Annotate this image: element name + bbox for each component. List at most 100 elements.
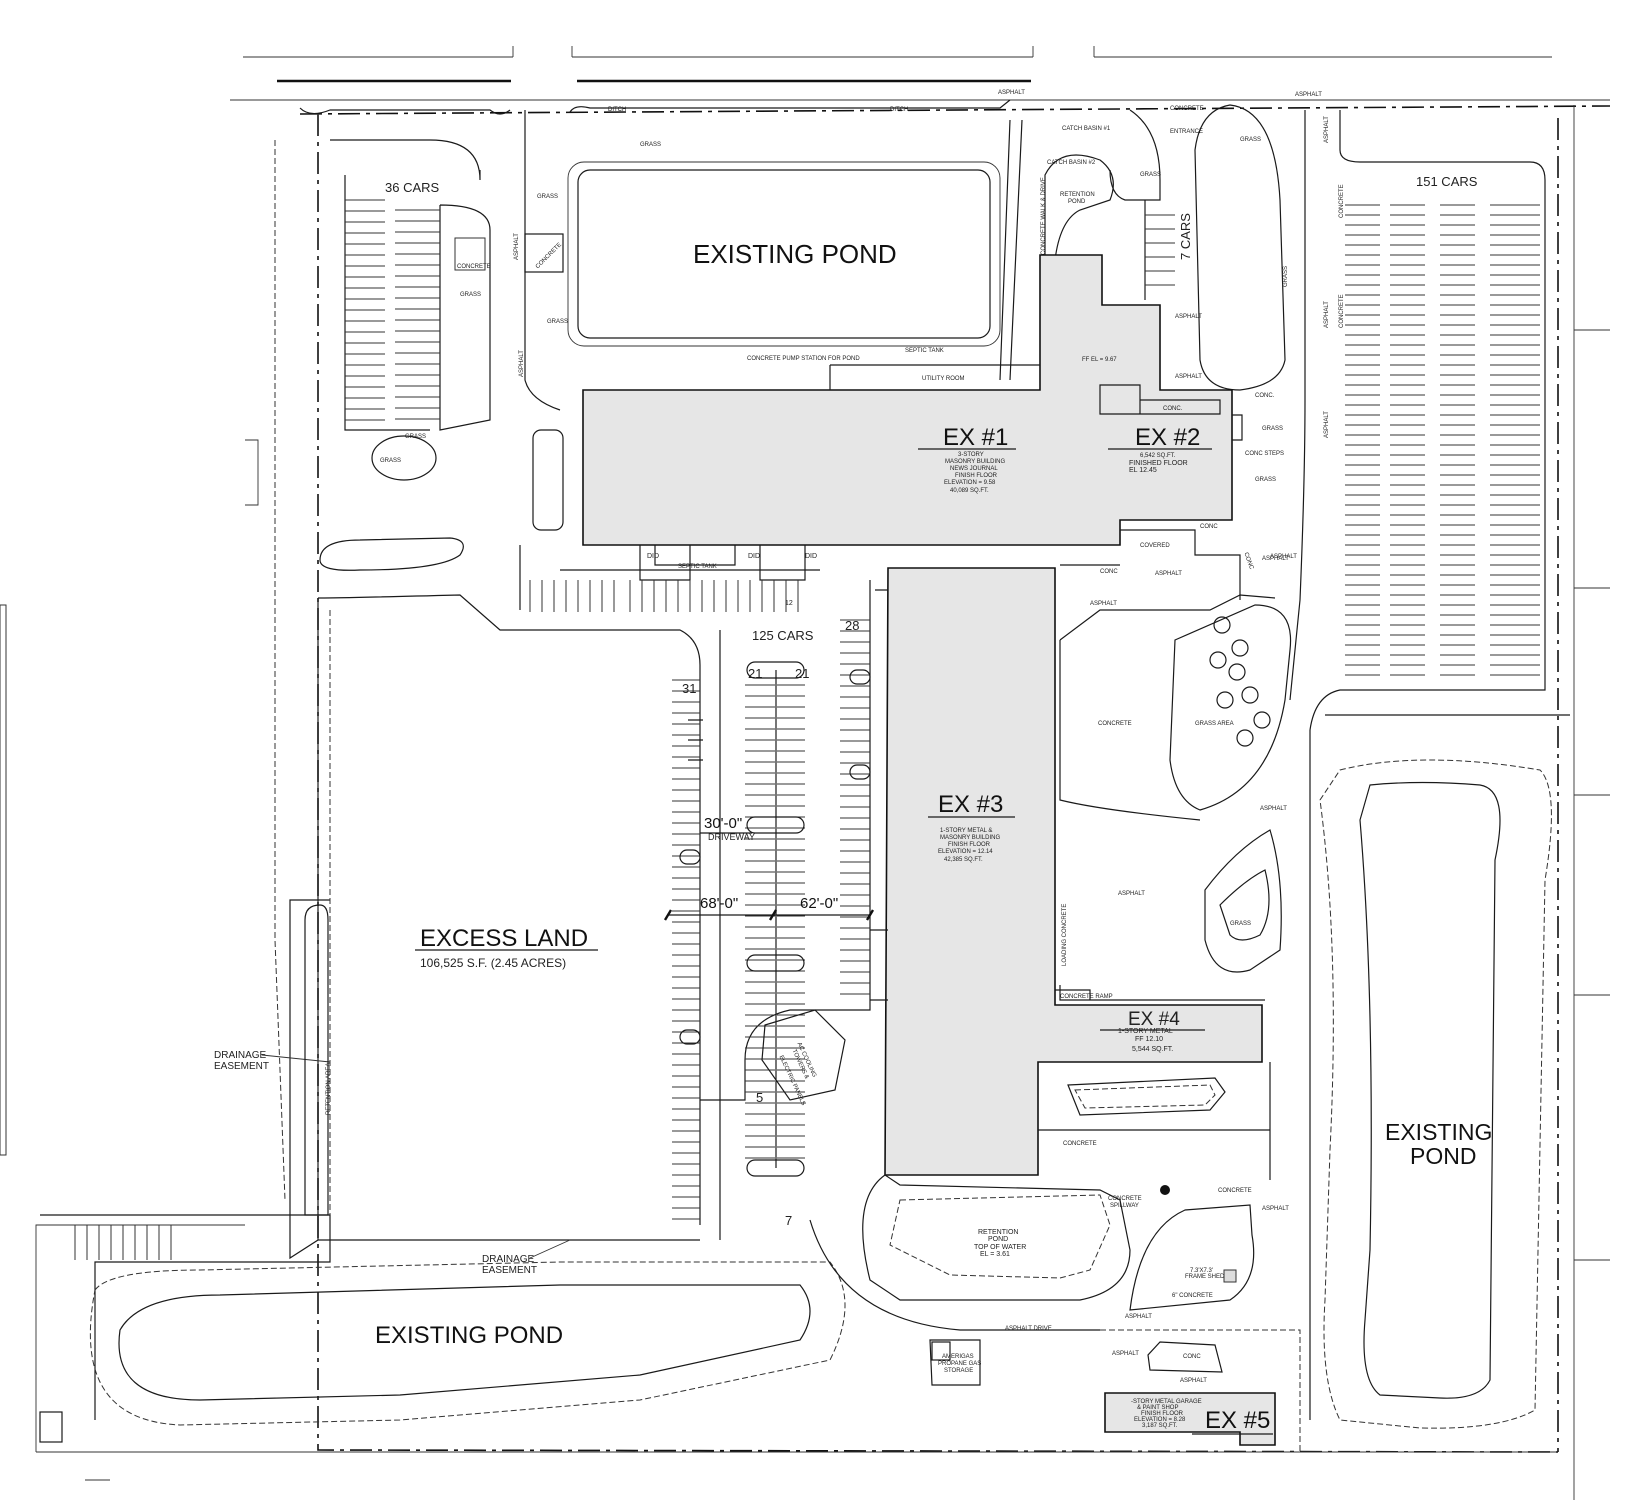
- ex1-detail: MASONRY BUILDING: [945, 459, 1005, 465]
- concrete-label: CONCRETE: [1218, 1188, 1252, 1194]
- ex1-detail: NEWS JOURNAL: [950, 466, 998, 472]
- lot-36-cars: 36 CARS CONCRETE GRASS GRASS GRASS: [319, 139, 491, 571]
- asphalt-label: ASPHALT: [1180, 1378, 1207, 1384]
- septic-tank-label: SEPTIC TANK: [905, 348, 944, 354]
- ex4-label: EX #4: [1128, 1009, 1180, 1030]
- propane-storage: AMERIGAS PROPANE GAS STORAGE: [929, 1339, 981, 1386]
- retention-pond-label: EL = 3.61: [980, 1251, 1010, 1258]
- lot-36-label: 36 CARS: [385, 180, 440, 195]
- dim-62: 62'-0": [800, 895, 838, 912]
- concrete-label: CONCRETE: [1098, 721, 1132, 727]
- tree-icon: [1231, 639, 1249, 657]
- drainage-easement-label: EASEMENT: [214, 1061, 269, 1072]
- grass-label: GRASS: [1262, 426, 1283, 432]
- asphalt-drive-label: ASPHALT DRIVE: [1005, 1326, 1052, 1332]
- row-count-21: 21: [795, 666, 809, 681]
- excess-land-label: EXCESS LAND: [420, 925, 588, 952]
- retention-pond-label: POND: [988, 1236, 1008, 1243]
- frame-shed-label: FRAME SHED: [1185, 1274, 1225, 1280]
- asphalt-label: ASPHALT: [1175, 374, 1202, 380]
- left-edge: [0, 140, 286, 1452]
- row-count-28: 28: [845, 618, 859, 633]
- ex1-detail: 3-STORY: [958, 452, 984, 458]
- retention-area-label: RETENTION AREA: [326, 1063, 332, 1115]
- building-ex5[interactable]: CONC ASPHALT ASPHALT -STORY METAL GARAGE…: [1100, 1329, 1301, 1452]
- asphalt-label: ASPHALT: [1090, 601, 1117, 607]
- row-count-7: 7: [785, 1213, 792, 1228]
- retention-pond-label: TOP OF WATER: [974, 1244, 1026, 1251]
- row-count-31: 31: [682, 681, 696, 696]
- asphalt-label: ASPHALT: [1324, 301, 1330, 328]
- building-ex1-ex2[interactable]: UTILITY ROOM SEPTIC TANK FF EL = 9.67 CO…: [532, 254, 1284, 546]
- asphalt-label: ASPHALT: [1155, 571, 1182, 577]
- ex3-label: EX #3: [938, 791, 1003, 818]
- asphalt-label: ASPHALT: [514, 233, 520, 260]
- concrete-label: CONCRETE: [535, 242, 563, 270]
- east-court: COVERED CONC CONC ASPHALT ASPHALT ASPHAL…: [1040, 524, 1292, 1001]
- asphalt-label: ASPHALT: [1112, 1351, 1139, 1357]
- conc-steps-label: CONC STEPS: [1245, 451, 1284, 457]
- ex3-detail: 42,385 SQ.FT.: [944, 857, 983, 863]
- ex3-detail: 1-STORY METAL &: [940, 828, 992, 834]
- east-pond-label: POND: [1410, 1143, 1476, 1169]
- concrete-label: CONCRETE: [1170, 106, 1204, 112]
- asphalt-label: ASPHALT: [1262, 556, 1289, 562]
- lot-151-cars: 151 CARS ASPHALT ASPHALT ASPHALT CONCRET…: [1270, 110, 1546, 731]
- grass-label: GRASS: [547, 319, 568, 325]
- catch-basin-1-label: CATCH BASIN #1: [1062, 126, 1111, 132]
- conc-label: CONC: [1200, 524, 1218, 530]
- retention-pond-north-label: POND: [1068, 199, 1086, 205]
- concrete-label: CONCRETE: [1063, 1141, 1097, 1147]
- did-label: DID: [805, 553, 817, 560]
- excess-land-area: 106,525 S.F. (2.45 ACRES): [420, 956, 566, 970]
- tree-icon: [1213, 616, 1231, 634]
- septic-tank-label: SEPTIC TANK: [678, 564, 717, 570]
- conc-label: CONC: [1183, 1354, 1201, 1360]
- did-label: DID: [647, 553, 659, 560]
- grass-label: GRASS: [1240, 137, 1261, 143]
- ex2-detail: FINISHED FLOOR: [1129, 460, 1188, 467]
- ex4-detail: 1-STORY METAL: [1118, 1028, 1173, 1035]
- entrance-area: CONCRETE WALK & DRIVE CATCH BASIN #1 CAT…: [998, 90, 1322, 399]
- drainage-easement-label: DRAINAGE: [482, 1254, 535, 1265]
- asphalt-label: ASPHALT: [1260, 806, 1287, 812]
- concrete-spillway-label: SPILLWAY: [1110, 1203, 1139, 1209]
- asphalt-label: ASPHALT: [1118, 891, 1145, 897]
- ditch-label: DITCH: [890, 107, 908, 113]
- conc-label: CONC.: [1255, 393, 1275, 399]
- excess-land: EXCESS LAND 106,525 S.F. (2.45 ACRES) DR…: [214, 598, 700, 1276]
- ex5-label: EX #5: [1205, 1407, 1270, 1434]
- ex3-detail: FINISH FLOOR: [948, 842, 991, 848]
- entrance-label: ENTRANCE: [1170, 129, 1203, 135]
- east-boundary: [1573, 105, 1610, 1500]
- concrete-ramp-label: CONCRETE RAMP: [1060, 994, 1113, 1000]
- tree-icon: [1209, 651, 1227, 669]
- grass-label: GRASS: [460, 292, 481, 298]
- north-pond-label: EXISTING POND: [693, 239, 897, 269]
- dim-68: 68'-0": [700, 895, 738, 912]
- propane-label: AMERIGAS: [942, 1354, 974, 1360]
- east-pond-label: EXISTING: [1385, 1119, 1492, 1145]
- concrete-spillway-label: CONCRETE: [1108, 1196, 1142, 1202]
- asphalt-label: ASPHALT: [1295, 92, 1322, 98]
- utility-room-label: UTILITY ROOM: [922, 376, 965, 382]
- retention-pond: RETENTION POND TOP OF WATER EL = 3.61 CO…: [809, 1174, 1289, 1332]
- building-ex3-ex4[interactable]: EX #3 1-STORY METAL & MASONRY BUILDING F…: [870, 567, 1263, 1176]
- concrete-label: CONCRETE: [457, 264, 491, 270]
- road-edges: [230, 46, 1610, 101]
- south-boundary: [36, 1451, 1556, 1481]
- asphalt-label: ASPHALT: [1324, 411, 1330, 438]
- ex1-detail: ELEVATION = 9.58: [944, 480, 996, 486]
- ex5-detail: ELEVATION = 8.28: [1134, 1417, 1186, 1423]
- ff-el-note: FF EL = 9.67: [1082, 357, 1117, 363]
- ex1-label: EX #1: [943, 424, 1008, 451]
- grass-label: GRASS: [1230, 921, 1251, 927]
- ex5-detail: 3,187 SQ.FT.: [1142, 1423, 1178, 1429]
- retention-pond-north-label: RETENTION: [1060, 192, 1095, 198]
- propane-label: PROPANE GAS: [938, 1361, 981, 1367]
- asphalt-label: ASPHALT: [519, 350, 525, 377]
- loading-strip: DID DID DID SEPTIC TANK 12: [519, 545, 820, 612]
- concrete-label: CONCRETE: [1339, 184, 1345, 218]
- did-label: DID: [748, 553, 760, 560]
